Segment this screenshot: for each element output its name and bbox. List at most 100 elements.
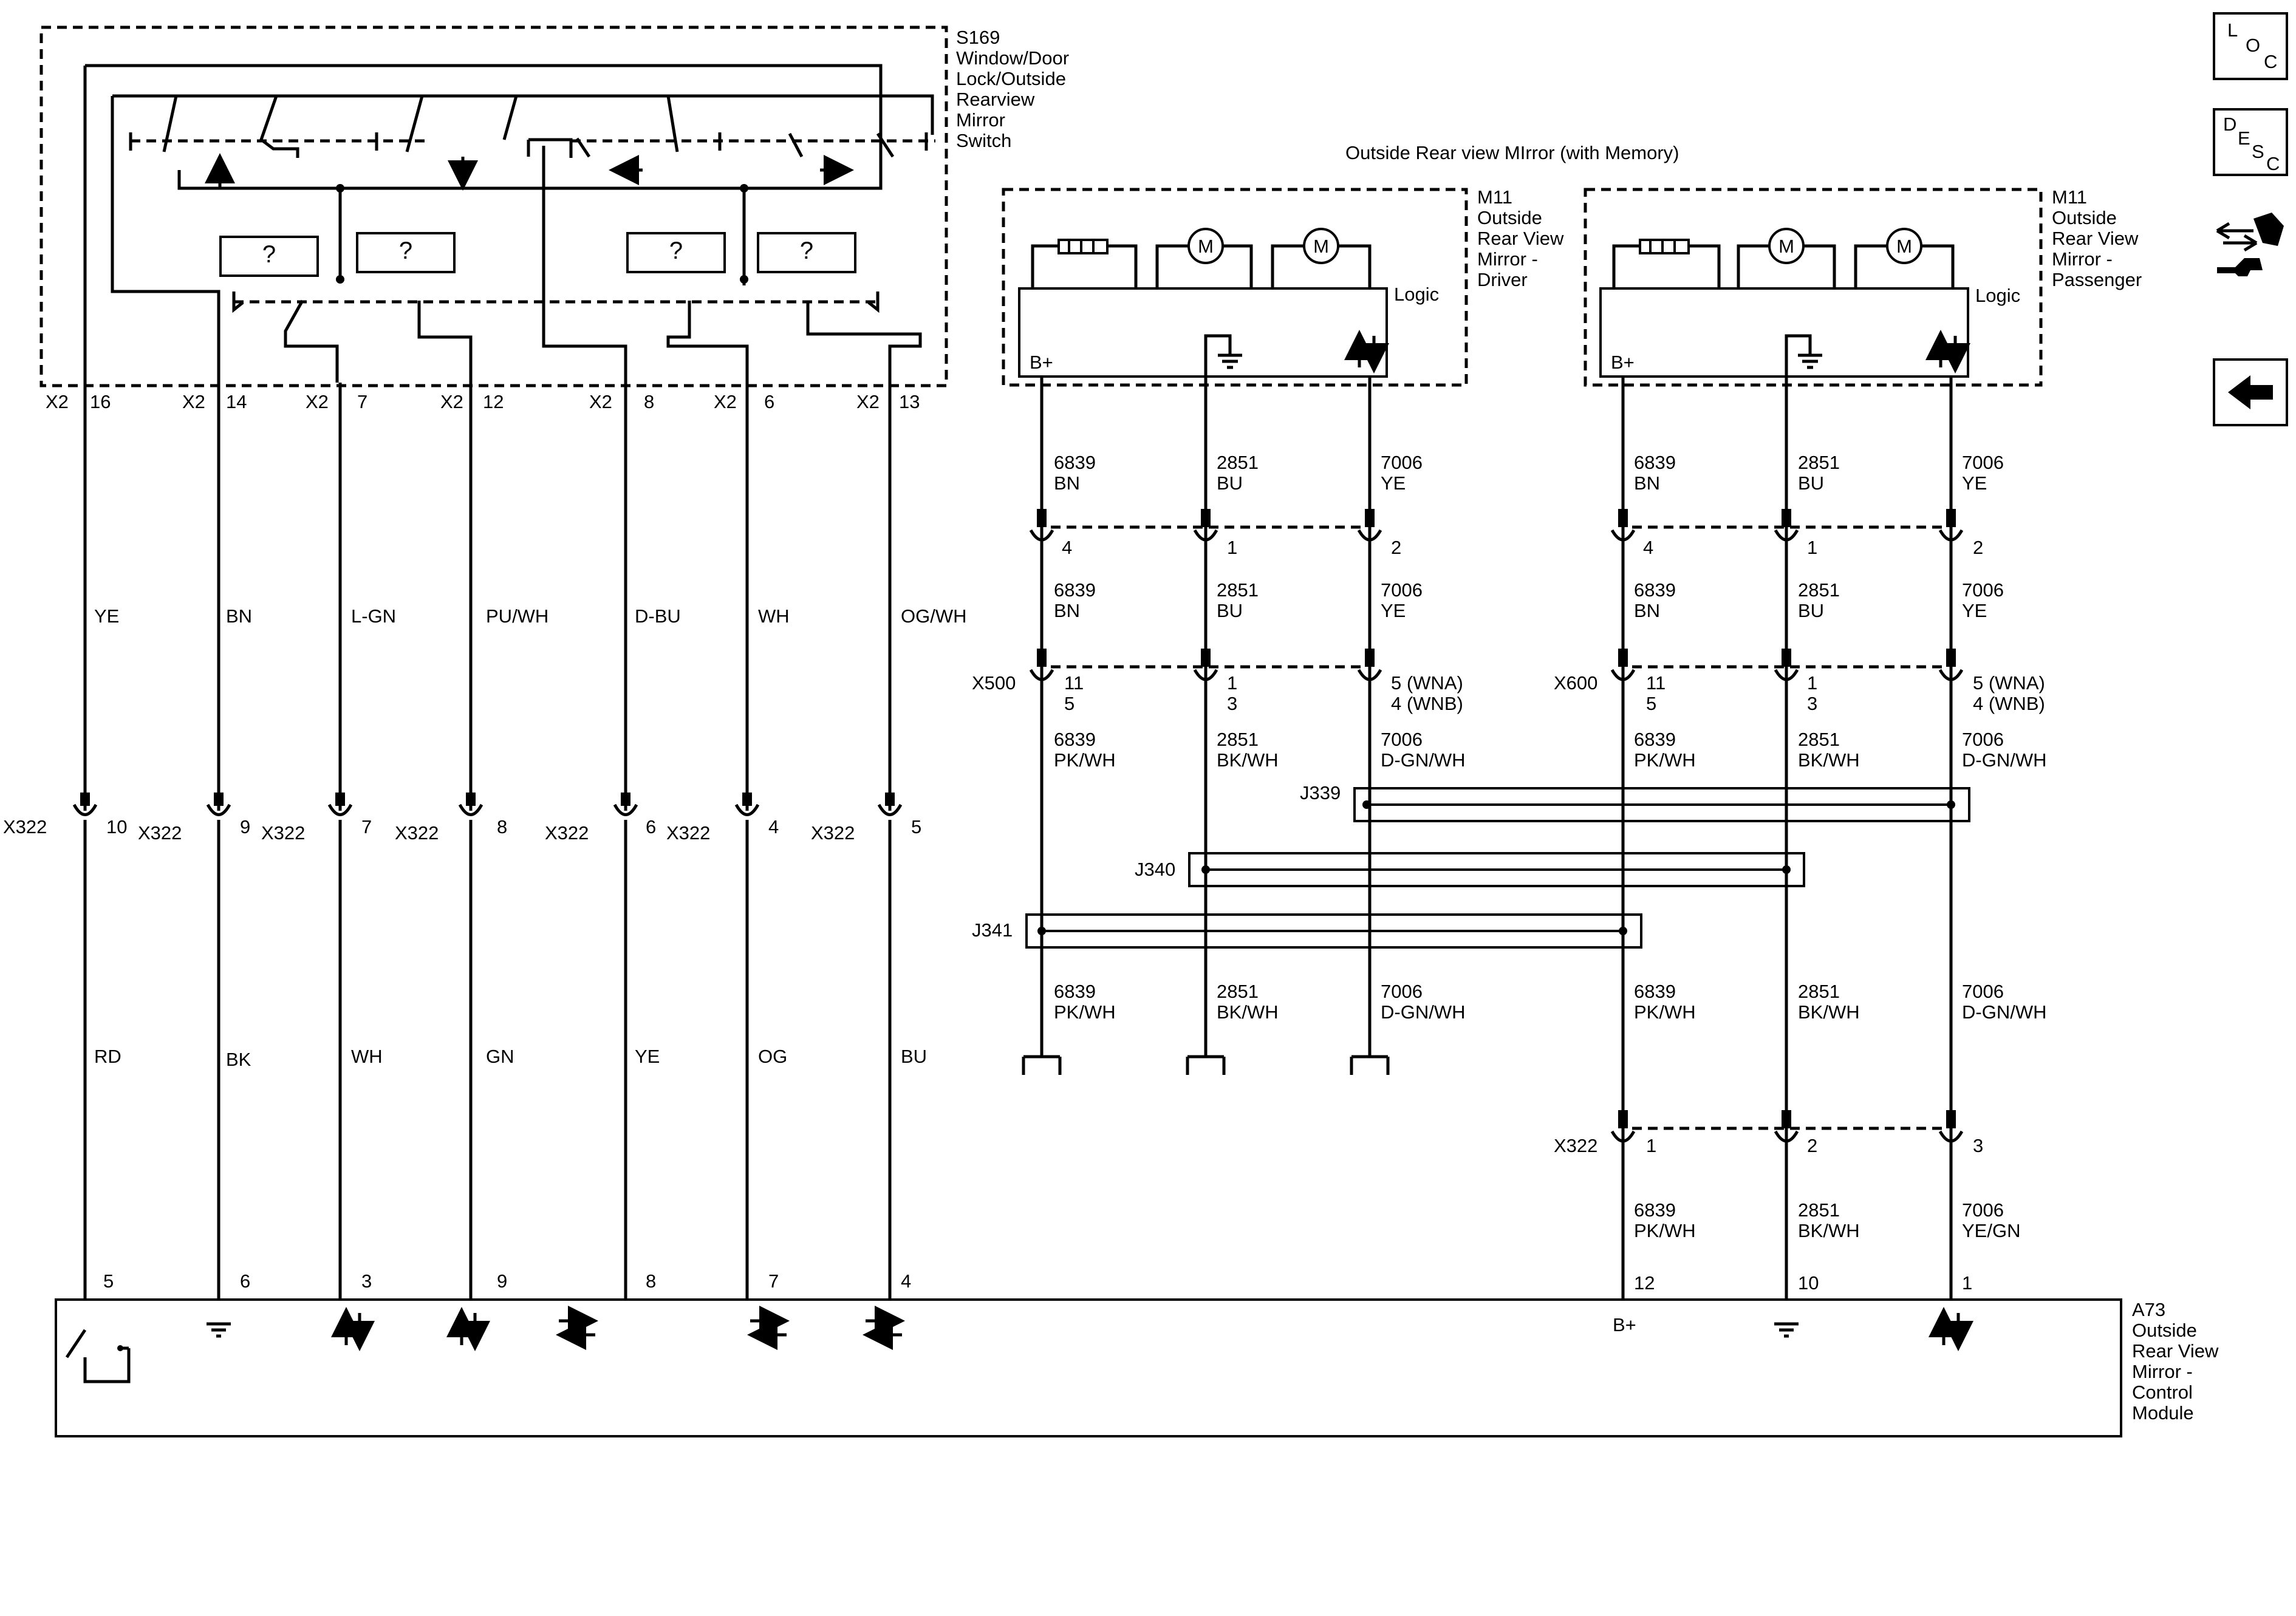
control-module: A73 Outside Rear View Mirror - Control M… (55, 1298, 2219, 1437)
switch-lower-contact-2 (417, 301, 473, 383)
pass-w2-color-d: BK/WH (1798, 1001, 1860, 1023)
description-button[interactable]: D E S C (2213, 108, 2288, 176)
x2-label-5: X2 (589, 391, 612, 412)
driver-mirror-housing (1002, 188, 1468, 387)
switch-contact-2 (259, 95, 299, 158)
x322-label-7: X322 (811, 822, 855, 844)
x2-label-1: X2 (46, 391, 69, 412)
driver-w1-color-b: BN (1054, 600, 1080, 621)
back-arrow-icon[interactable] (2213, 358, 2288, 426)
module-pin-5: 8 (646, 1270, 656, 1292)
splice-j341 (1025, 913, 1642, 949)
driver-w3-color-c: D-GN/WH (1381, 749, 1465, 771)
left-wire-harness: X2 16 YE X322 10 RD 5 X2 14 BN X322 9 BK… (3, 383, 967, 1300)
pass-w3-module-pin: 1 (1962, 1272, 1972, 1294)
x2-pin-7: 13 (899, 391, 920, 412)
pass-w3-x322-pin: 3 (1973, 1135, 1983, 1156)
pass-w2-circuit-d: 2851 (1798, 981, 1840, 1002)
desc-letter-c: C (2266, 153, 2280, 174)
switch-contact-4 (502, 95, 573, 158)
x2-pin-4: 12 (483, 391, 504, 412)
location-button[interactable]: L O C (2213, 12, 2288, 80)
pass-w3-circuit-b: 7006 (1962, 579, 2004, 601)
heater-icon (1057, 239, 1109, 254)
driver-logic-block (1018, 287, 1388, 378)
driver-ground-terminal-2 (1186, 1055, 1226, 1075)
switch-lower-contact-3 (666, 301, 749, 383)
module-name-line-4: Mirror - (2132, 1361, 2193, 1382)
module-ground-icon-1 (207, 1322, 231, 1338)
lower-color-3: WH (351, 1046, 383, 1067)
x600-label: X600 (1554, 672, 1597, 694)
lower-color-4: GN (486, 1046, 514, 1067)
driver-w1-color-d: PK/WH (1054, 1001, 1116, 1023)
upper-color-6: WH (758, 605, 790, 627)
driver-motor-1-icon (1187, 228, 1224, 264)
driver-w2-color-c: BK/WH (1217, 749, 1279, 771)
driver-w1-pin: 4 (1062, 537, 1072, 558)
driver-w2-circuit-c: 2851 (1217, 729, 1259, 750)
unknown-mark-2: ? (399, 237, 412, 264)
driver-name-line-5: Driver (1477, 269, 1528, 290)
driver-name-line-3: Rear View (1477, 228, 1564, 249)
module-ground-icon-2 (1774, 1322, 1799, 1338)
x322-cup-5 (613, 803, 638, 816)
x322-pin-2: 9 (240, 816, 250, 837)
driver-w1-circuit-a: 6839 (1054, 452, 1096, 473)
pass-w1-pin: 4 (1643, 537, 1653, 558)
pass-w3-circuit-e: 7006 (1962, 1199, 2004, 1221)
pass-w3-x600-pin-b: 4 (WNB) (1973, 693, 2045, 714)
driver-w1-x500-pin-b: 5 (1064, 693, 1075, 714)
upper-color-5: D-BU (635, 605, 681, 627)
passenger-logic-label: Logic (1975, 285, 2020, 306)
x322-pin-6: 4 (768, 816, 779, 837)
x322-pin-3: 7 (361, 816, 372, 837)
window-door-lock-mirror-switch: S169 Window/Door Lock/Outside Rearview M… (39, 26, 1069, 387)
driver-w1-circuit-b: 6839 (1054, 579, 1096, 601)
upper-color-4: PU/WH (486, 605, 548, 627)
driver-w1-color-c: PK/WH (1054, 749, 1116, 771)
pass-w1-circuit-c: 6839 (1634, 729, 1676, 750)
x322-cup-3 (327, 803, 353, 816)
driver-w3-circuit-a: 7006 (1381, 452, 1423, 473)
splice-packs: J339 J340 J341 (972, 782, 1970, 949)
x2-label-2: X2 (182, 391, 205, 412)
pass-w1-color-d: PK/WH (1634, 1001, 1696, 1023)
unknown-mark-4: ? (800, 237, 813, 264)
pass-w1-x600-pin-a: 11 (1646, 672, 1666, 694)
pass-w1-color-b: BN (1634, 600, 1660, 621)
passenger-bplus-label: B+ (1611, 352, 1635, 373)
unknown-component-2 (356, 232, 456, 273)
driver-w3-color-d: D-GN/WH (1381, 1001, 1465, 1023)
desc-letter-s: S (2252, 141, 2264, 162)
module-name-line-5: Control (2132, 1382, 2193, 1403)
pass-w2-module-pin: 10 (1798, 1272, 1819, 1294)
pass-w3-circuit-a: 7006 (1962, 452, 2004, 473)
unknown-component-4 (757, 232, 856, 273)
module-pin-6: 7 (768, 1270, 779, 1292)
passenger-name-line-4: Mirror - (2052, 248, 2113, 270)
x2-pin-6: 6 (764, 391, 774, 412)
pass-w2-x600-pin-b: 3 (1807, 693, 1817, 714)
service-info-icon[interactable] (2216, 213, 2284, 276)
module-bplus-label: B+ (1613, 1314, 1636, 1335)
module-pin-7: 4 (901, 1270, 911, 1292)
unknown-mark-3: ? (669, 237, 683, 264)
mirror-passenger: M11 Outside Rear View Mirror - Passenger… (1584, 186, 2142, 387)
x322-label-6: X322 (666, 822, 710, 844)
pass-w2-x322-pin: 2 (1807, 1135, 1817, 1156)
switch-name-line-5: Mirror (956, 109, 1005, 131)
driver-w2-pin: 1 (1227, 537, 1237, 558)
driver-w3-color-b: YE (1381, 600, 1406, 621)
driver-w3-pin: 2 (1391, 537, 1401, 558)
control-module-box (55, 1298, 2122, 1437)
passenger-name-line-1: M11 (2052, 186, 2087, 208)
driver-motor-2-label: M (1313, 236, 1329, 257)
passenger-name-line-3: Rear View (2052, 228, 2139, 249)
pass-w2-circuit-a: 2851 (1798, 452, 1840, 473)
driver-w3-x500-pin-b: 4 (WNB) (1391, 693, 1463, 714)
pass-w1-color-c: PK/WH (1634, 749, 1696, 771)
driver-w1-x500-pin-a: 11 (1064, 672, 1084, 694)
passenger-mirror-housing (1584, 188, 2043, 387)
